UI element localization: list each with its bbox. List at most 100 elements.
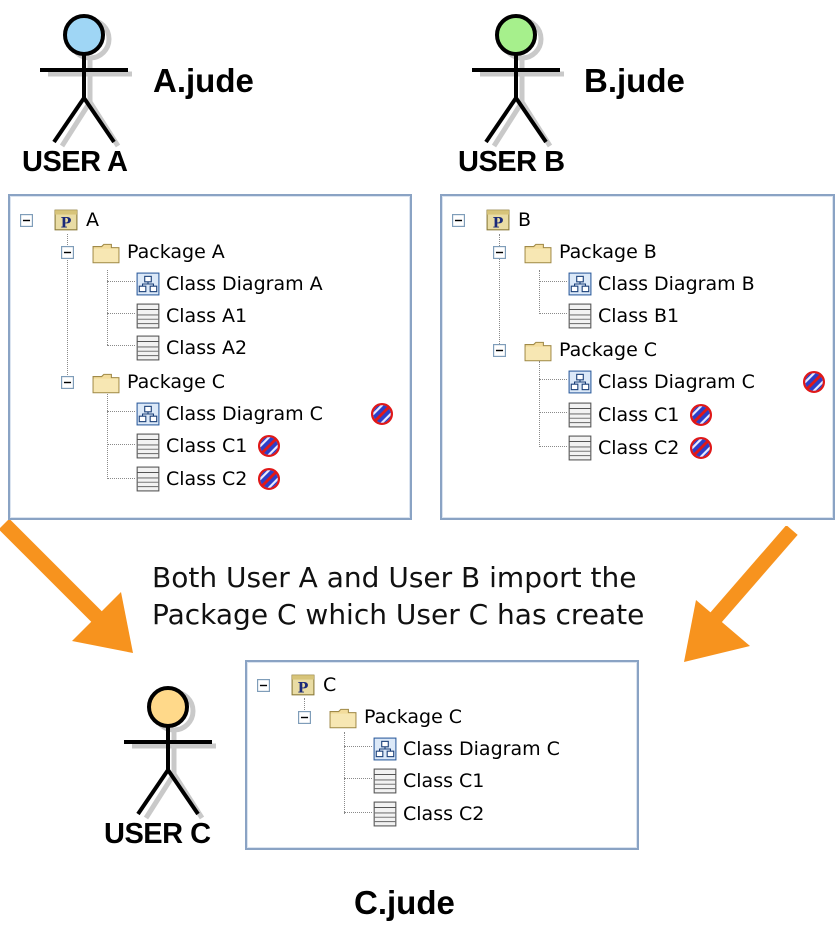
user-b-label: USER B (458, 146, 565, 178)
project-icon (54, 208, 78, 232)
minus-box-icon[interactable] (61, 376, 74, 389)
tree-node-label: Class A1 (166, 305, 248, 327)
tree-node-label: Class C2 (403, 803, 485, 825)
tree-node-root[interactable]: C (247, 670, 637, 700)
import-arrow-left (0, 520, 133, 653)
tree-node-class-diagram-c[interactable]: Class Diagram C (10, 399, 410, 429)
user-c-actor: USER C (104, 678, 228, 850)
class-icon (568, 303, 592, 329)
class-icon (568, 402, 592, 428)
minus-box-icon[interactable] (493, 344, 506, 357)
folder-icon (524, 339, 552, 363)
tree-node-package-b[interactable]: Package B (442, 237, 832, 267)
stick-figure-icon (124, 686, 216, 820)
tree-node-label: Class C2 (598, 437, 680, 459)
import-arrow-right (684, 526, 798, 662)
b-jude-label: B.jude (584, 62, 685, 99)
minus-box-icon[interactable] (257, 679, 270, 692)
project-icon (291, 673, 315, 697)
folder-icon (92, 371, 120, 395)
class-icon (136, 433, 160, 459)
class-icon (136, 466, 160, 492)
folder-icon (329, 706, 357, 730)
tree-node-class-diagram-c[interactable]: Class Diagram C (442, 367, 832, 397)
class-icon (136, 335, 160, 361)
user-a-actor: USER A (22, 6, 144, 178)
tree-node-label: Class B1 (598, 305, 680, 327)
model-tree-c[interactable]: C Package C Class Diagram C Class C1 Cla… (245, 660, 639, 850)
tree-node-class-c1[interactable]: Class C1 (442, 400, 832, 430)
tree-node-label: Class C1 (403, 770, 485, 792)
tree-node-class-c1[interactable]: Class C1 (10, 431, 410, 461)
class-diagram-icon (568, 370, 592, 394)
user-b-actor: USER B (458, 6, 576, 178)
c-jude-label: C.jude (354, 884, 455, 921)
read-only-reference-icon (689, 403, 713, 427)
caption-line-2: Package C which User C has create (152, 598, 645, 631)
tree-node-package-c[interactable]: Package C (247, 702, 637, 732)
stick-figure-icon (472, 14, 564, 148)
tree-node-label: Class Diagram C (403, 738, 560, 760)
model-tree-b[interactable]: B Package B Class Diagram B Class B1 Pac… (440, 194, 835, 520)
tree-node-label: Class C1 (598, 404, 680, 426)
tree-node-package-c[interactable]: Package C (10, 367, 410, 397)
tree-node-label: Class C1 (166, 435, 248, 457)
class-icon (568, 435, 592, 461)
stick-figure-icon (40, 14, 132, 148)
read-only-reference-icon (257, 434, 281, 458)
tree-node-class-c2[interactable]: Class C2 (10, 464, 410, 494)
class-icon (373, 768, 397, 794)
model-tree-a[interactable]: A Package A Class Diagram A Class A1 Cla… (8, 194, 412, 520)
minus-box-icon[interactable] (61, 246, 74, 259)
tree-node-class-b1[interactable]: Class B1 (442, 301, 832, 331)
folder-icon (524, 241, 552, 265)
tree-node-root[interactable]: A (10, 205, 410, 235)
minus-box-icon[interactable] (493, 246, 506, 259)
read-only-reference-icon (689, 436, 713, 460)
tree-node-label: Package C (559, 339, 658, 361)
tree-node-label: Package B (559, 241, 657, 263)
minus-box-icon[interactable] (298, 711, 311, 724)
actor-head (63, 14, 105, 56)
tree-node-label: Class Diagram A (166, 273, 323, 295)
class-diagram-icon (568, 272, 592, 296)
tree-node-label: Package C (127, 371, 226, 393)
tree-node-label: Package C (364, 706, 463, 728)
tree-node-label: Class C2 (166, 468, 248, 490)
tree-node-label: Class A2 (166, 337, 248, 359)
tree-node-label: Package A (127, 241, 225, 263)
folder-icon (92, 241, 120, 265)
tree-node-label: Class Diagram B (598, 273, 755, 295)
tree-node-label: A (86, 209, 99, 231)
tree-node-class-diagram-c[interactable]: Class Diagram C (247, 734, 637, 764)
tree-node-class-c1[interactable]: Class C1 (247, 766, 637, 796)
caption-line-1: Both User A and User B import the (152, 561, 637, 594)
tree-node-class-c2[interactable]: Class C2 (442, 433, 832, 463)
tree-node-class-diagram-a[interactable]: Class Diagram A (10, 269, 410, 299)
read-only-reference-icon (802, 370, 826, 394)
tree-node-class-a2[interactable]: Class A2 (10, 333, 410, 363)
class-diagram-icon (373, 737, 397, 761)
tree-node-label: Class Diagram C (166, 403, 323, 425)
class-icon (373, 801, 397, 827)
class-icon (136, 303, 160, 329)
minus-box-icon[interactable] (452, 214, 465, 227)
tree-node-class-a1[interactable]: Class A1 (10, 301, 410, 331)
tree-node-package-c[interactable]: Package C (442, 335, 832, 365)
read-only-reference-icon (370, 402, 394, 426)
tree-node-root[interactable]: B (442, 205, 832, 235)
tree-node-package-a[interactable]: Package A (10, 237, 410, 267)
tree-node-label: Class Diagram C (598, 371, 755, 393)
class-diagram-icon (136, 272, 160, 296)
tree-node-class-diagram-b[interactable]: Class Diagram B (442, 269, 832, 299)
class-diagram-icon (136, 402, 160, 426)
tree-node-label: B (518, 209, 532, 231)
minus-box-icon[interactable] (20, 214, 33, 227)
user-a-label: USER A (22, 146, 128, 178)
a-jude-label: A.jude (153, 62, 254, 99)
project-icon (486, 208, 510, 232)
tree-node-class-c2[interactable]: Class C2 (247, 799, 637, 829)
tree-node-label: C (323, 674, 337, 696)
user-c-label: USER C (104, 818, 211, 850)
